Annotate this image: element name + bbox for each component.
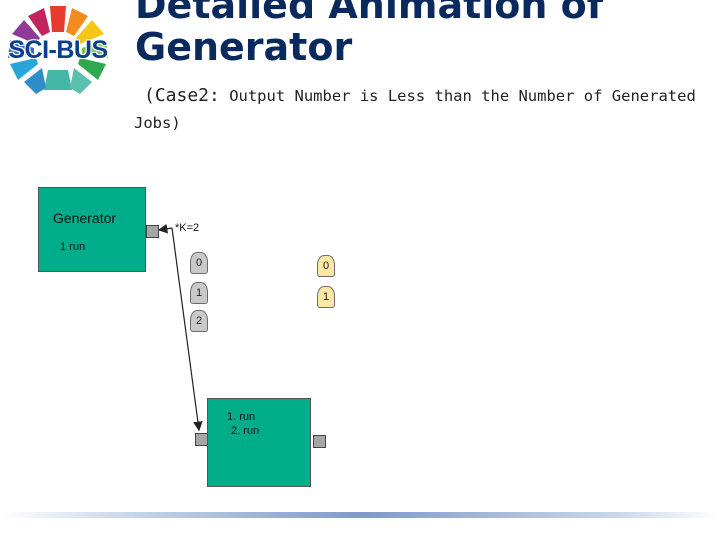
generator-node-label: Generator bbox=[53, 210, 117, 226]
input-token: 1 bbox=[190, 282, 208, 304]
generator-node[interactable]: Generator 1 run bbox=[38, 187, 146, 272]
wire-label: *K=2 bbox=[175, 222, 200, 234]
sci-bus-logo: SCI-BUS bbox=[0, 0, 120, 100]
output-token: 1 bbox=[317, 286, 335, 308]
generator-run-count: 1 run bbox=[60, 241, 86, 253]
sci-bus-logo-icon bbox=[8, 6, 108, 94]
generator-output-port[interactable] bbox=[146, 225, 159, 238]
target-run-2-label: 2. run bbox=[231, 425, 260, 437]
input-token: 2 bbox=[190, 310, 208, 332]
input-token: 0 bbox=[190, 252, 208, 274]
subtitle-text: Output Number is Less than the Number of… bbox=[134, 87, 696, 132]
subtitle-case: (Case2: bbox=[144, 85, 220, 106]
target-run-1-label: 1. run bbox=[227, 411, 256, 423]
page-subtitle: (Case2: Output Number is Less than the N… bbox=[134, 82, 704, 137]
page-title-line-2: Generator bbox=[135, 25, 353, 69]
footer-divider bbox=[0, 512, 720, 518]
target-output-port[interactable] bbox=[313, 435, 326, 448]
output-token: 0 bbox=[317, 255, 335, 277]
page-title-line-1: Detailed Animation of bbox=[135, 0, 604, 27]
logo-text: SCI-BUS bbox=[8, 36, 108, 64]
target-job-node[interactable]: 1. run 2. run bbox=[207, 398, 311, 487]
